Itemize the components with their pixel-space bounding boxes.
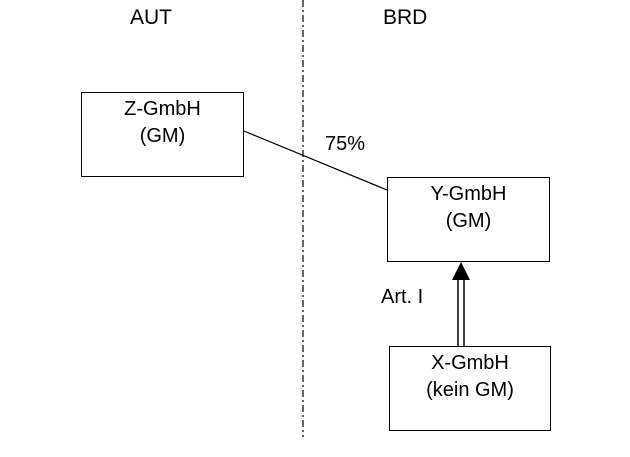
entity-box-y-gmbh: Y-GmbH (GM) (387, 177, 550, 262)
entity-qualifier: (GM) (445, 210, 492, 232)
region-label-brd: BRD (383, 6, 428, 29)
entity-name: X-GmbH (431, 352, 509, 374)
treaty-article-label: Art. I (381, 286, 424, 308)
entity-box-x-gmbh: X-GmbH (kein GM) (389, 346, 551, 431)
ownership-connector (243, 130, 388, 191)
entity-box-z-gmbh: Z-GmbH (GM) (81, 92, 244, 177)
arrowhead-icon (452, 262, 470, 280)
region-label-aut: AUT (130, 6, 172, 29)
treaty-arrow (452, 262, 470, 346)
entity-name: Y-GmbH (430, 183, 507, 205)
ownership-share-label: 75% (325, 133, 366, 155)
entity-qualifier: (GM) (139, 125, 186, 147)
entity-name: Z-GmbH (124, 98, 201, 120)
entity-qualifier: (kein GM) (426, 379, 514, 401)
